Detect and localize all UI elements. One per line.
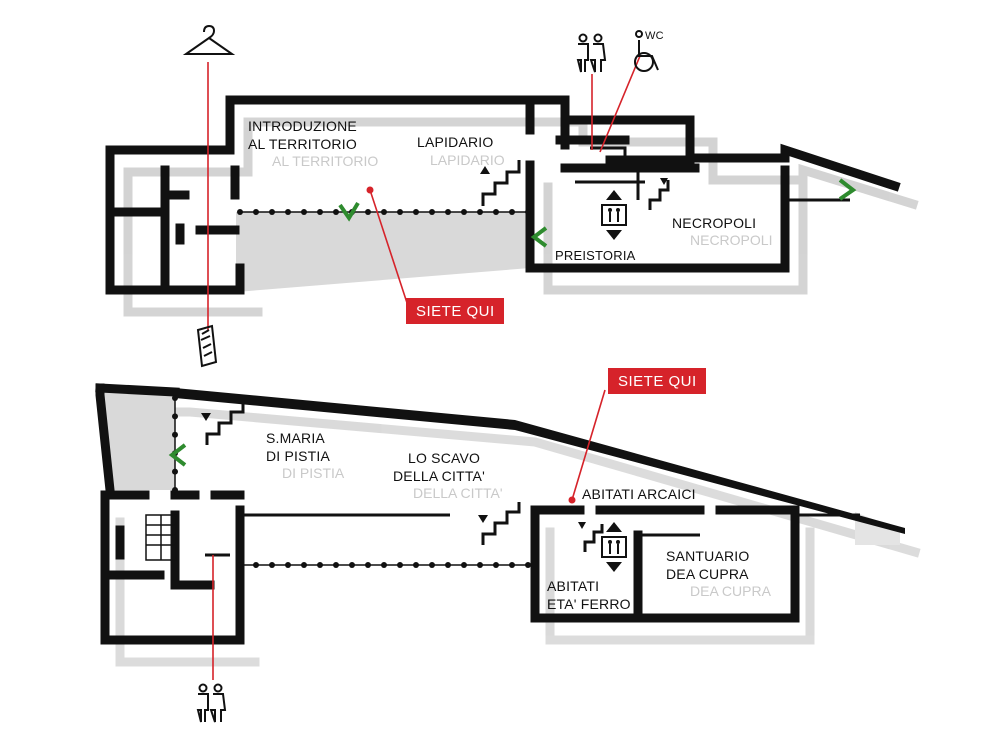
route-dot: [349, 562, 355, 568]
route-dot: [477, 209, 483, 215]
upper-floor-shadow: [123, 117, 919, 317]
upper-stairs-icon: [480, 160, 521, 206]
route-dot: [445, 562, 451, 568]
room-label-lapidario: LAPIDARIO: [417, 134, 494, 150]
room-label-abitati: ABITATI: [547, 578, 599, 594]
route-dot: [413, 562, 419, 568]
route-dot: [269, 562, 275, 568]
route-dot: [237, 209, 243, 215]
room-label-shadow: DELLA CITTA': [413, 485, 503, 501]
route-dot: [285, 562, 291, 568]
route-dot: [172, 487, 178, 493]
route-dot: [172, 395, 178, 401]
restroom-icon: [576, 33, 607, 73]
restroom-icon: [196, 683, 227, 723]
lower-stairs-icon: [201, 400, 245, 445]
route-dot: [493, 209, 499, 215]
room-label-s-maria: S.MARIA: [266, 430, 325, 446]
route-dot: [397, 209, 403, 215]
lower-route-dots: [172, 395, 531, 568]
room-label-shadow: LAPIDARIO: [430, 152, 505, 168]
route-dot: [429, 562, 435, 568]
route-dot: [381, 562, 387, 568]
lower-corridor-shade: [100, 390, 175, 490]
room-label-preistoria: PREISTORIA: [555, 248, 636, 263]
room-label-abitati-arcaici: ABITATI ARCAICI: [582, 486, 696, 502]
route-dot: [301, 209, 307, 215]
route-dot: [285, 209, 291, 215]
route-dot: [509, 209, 515, 215]
lower-outer-wall: [95, 383, 180, 397]
room-label-introduzione: INTRODUZIONE: [248, 118, 357, 134]
lower-stairs-small-icon: [578, 522, 604, 552]
you-are-here-dot: [568, 496, 576, 504]
upper-elevator-icon: [601, 190, 627, 240]
route-dot: [301, 562, 307, 568]
route-dot: [253, 562, 259, 568]
room-label-della-citta: DELLA CITTA': [393, 468, 485, 484]
room-label-eta-ferro: ETA' FERRO: [547, 596, 631, 612]
lower-stairs-icon-2: [478, 502, 521, 545]
route-dot: [172, 431, 178, 438]
route-dot: [413, 209, 419, 215]
route-dot: [381, 209, 387, 215]
route-dot: [429, 209, 435, 215]
room-label-di-pistia: DI PISTIA: [266, 448, 330, 464]
green-arrow-down-icon: [338, 201, 360, 222]
route-dot: [333, 209, 339, 215]
upper-corridor-shade: [236, 212, 530, 292]
green-arrow-left-icon: [530, 226, 548, 248]
room-label-shadow: AL TERRITORIO: [272, 153, 378, 169]
route-dot: [317, 209, 323, 215]
wc-label: WC: [645, 30, 664, 42]
route-dot: [237, 562, 243, 568]
route-dot: [172, 413, 178, 420]
route-dot: [509, 562, 515, 568]
you-are-here-dot: [366, 186, 374, 194]
route-dot: [365, 562, 371, 568]
route-dot: [493, 562, 499, 568]
lower-elevator-icon: [601, 522, 627, 572]
route-dot: [333, 562, 339, 568]
lower-floor-plan: SIETE QUI S.MARIA DI PISTIA DI PISTIA LO…: [95, 368, 921, 723]
coat-hanger-icon: [182, 24, 236, 55]
route-dot: [461, 562, 467, 568]
room-label-shadow: DI PISTIA: [282, 465, 345, 481]
route-dot: [525, 209, 531, 215]
upper-stairs-small-icon: [648, 178, 670, 210]
route-dot: [477, 562, 483, 568]
route-dot: [269, 209, 275, 215]
room-label-santuario: SANTUARIO: [666, 548, 749, 564]
route-dot: [317, 562, 323, 568]
you-are-here-badge: SIETE QUI: [406, 298, 504, 324]
lower-staircase: [145, 514, 177, 561]
svg-text:SIETE QUI: SIETE QUI: [618, 373, 697, 390]
route-dot: [525, 562, 531, 568]
you-are-here-badge: SIETE QUI: [608, 368, 706, 394]
route-dot: [397, 562, 403, 568]
upper-outer-wall: [105, 95, 901, 192]
room-label-dea-cupra: DEA CUPRA: [666, 566, 749, 582]
room-label-lo-scavo: LO SCAVO: [408, 450, 480, 466]
svg-text:SIETE QUI: SIETE QUI: [416, 303, 495, 320]
room-label-necropoli: NECROPOLI: [672, 215, 756, 231]
route-dot: [253, 209, 259, 215]
brochure-icon: [196, 324, 218, 368]
route-dot: [172, 468, 178, 475]
route-dot: [445, 209, 451, 215]
room-label-al-territorio: AL TERRITORIO: [248, 136, 357, 152]
green-arrow-left-icon: [168, 443, 187, 467]
route-dot: [461, 209, 467, 215]
room-label-shadow: NECROPOLI: [690, 232, 772, 248]
green-arrow-right-icon: [838, 178, 857, 201]
upper-floor-plan: INTRODUZIONE AL TERRITORIO AL TERRITORIO…: [105, 24, 919, 368]
room-label-shadow: DEA CUPRA: [690, 583, 772, 599]
wheelchair-icon: [634, 30, 659, 72]
route-dot: [365, 209, 371, 215]
